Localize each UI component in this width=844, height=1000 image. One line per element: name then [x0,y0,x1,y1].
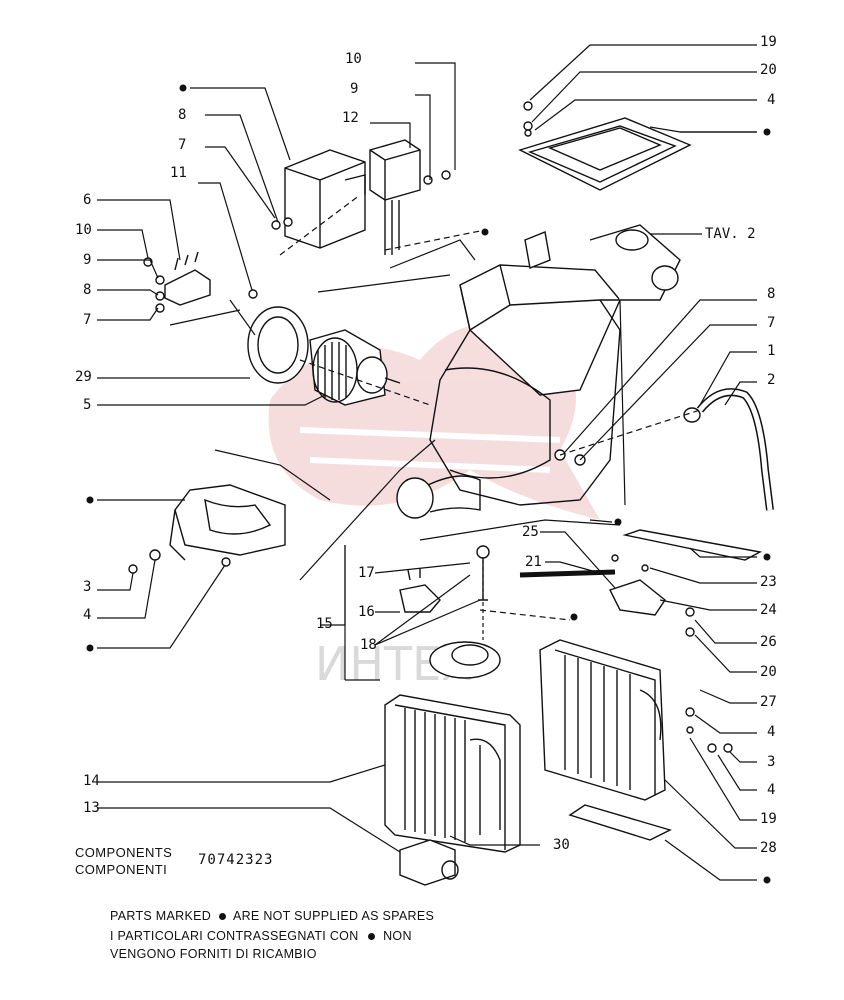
resistor-block [164,251,211,306]
leader-lines [97,44,757,881]
evaporator [384,694,521,853]
resistor-box-left [284,149,366,249]
callout-7b: 7 [83,312,92,328]
housing-cover [518,117,692,191]
pipe-bracket [609,579,666,616]
heater-core [539,639,666,801]
foam-pad-lower [568,804,672,841]
callout-8b: 8 [83,282,92,298]
callout-15: 15 [316,616,333,632]
not-supplied-markers [86,84,771,884]
components-label-it: COMPONENTI [75,862,168,877]
callout-10b: 10 [75,222,92,238]
note-line-3: VENGONO FORNITI DI RICAMBIO [110,947,317,961]
bullet-marker [368,932,376,940]
expansion-valve [399,839,459,886]
callout-20b: 20 [760,664,777,680]
note-line-1-b: ARE NOT SUPPLIED AS SPARES [232,909,435,923]
callout-18: 18 [360,637,377,653]
callout-4d: 4 [767,782,776,798]
note-line-2: I PARTICOLARI CONTRASSEGNATI CON NON [110,928,412,944]
callout-16: 16 [358,604,375,620]
callout-24: 24 [760,602,777,618]
callout-10: 10 [345,51,362,67]
blower-motor [247,306,401,406]
mounting-bracket [169,484,286,561]
callout-8: 8 [178,107,187,123]
callout-27: 27 [760,694,777,710]
callout-3b: 3 [767,754,776,770]
callout-7c: 7 [767,315,776,331]
callout-7: 7 [178,137,187,153]
callout-25: 25 [522,524,539,540]
components-code: 70742323 [198,852,274,868]
bullet-marker [218,912,226,920]
callout-12: 12 [342,110,359,126]
callout-19: 19 [760,34,777,50]
callout-21: 21 [525,554,542,570]
callout-tav2: TAV. 2 [705,226,756,242]
water-valve [399,545,501,679]
callout-9b: 9 [83,252,92,268]
callout-4c: 4 [767,724,776,740]
pipe-hose [683,388,774,511]
components-label-en: COMPONENTS [75,845,173,860]
drawing-lines [128,101,774,886]
callout-19b: 19 [760,811,777,827]
callout-6: 6 [83,192,92,208]
foam-pad-upper [622,529,763,561]
callout-20: 20 [760,62,777,78]
callout-4b: 4 [83,607,92,623]
callout-26: 26 [760,634,777,650]
note-line-2-a: I PARTICOLARI CONTRASSEGNATI CON [110,929,359,943]
callout-8c: 8 [767,286,776,302]
outlet-duct [396,475,481,519]
callout-1: 1 [767,343,776,359]
callout-23: 23 [760,574,777,590]
callout-13: 13 [83,800,100,816]
note-line-1-a: PARTS MARKED [110,909,212,923]
note-line-2-b: NON [383,929,412,943]
callout-29: 29 [75,369,92,385]
callout-4: 4 [767,92,776,108]
callout-14: 14 [83,773,100,789]
callout-28: 28 [760,840,777,856]
callout-5: 5 [83,397,92,413]
callout-11: 11 [170,165,187,181]
callout-2: 2 [767,372,776,388]
resistor-box-right [369,139,421,255]
callout-17: 17 [358,565,375,581]
callout-30: 30 [553,837,570,853]
callout-3: 3 [83,579,92,595]
callout-9: 9 [350,81,359,97]
note-line-1: PARTS MARKED ARE NOT SUPPLIED AS SPARES [110,908,434,924]
heater-housing [429,224,681,506]
